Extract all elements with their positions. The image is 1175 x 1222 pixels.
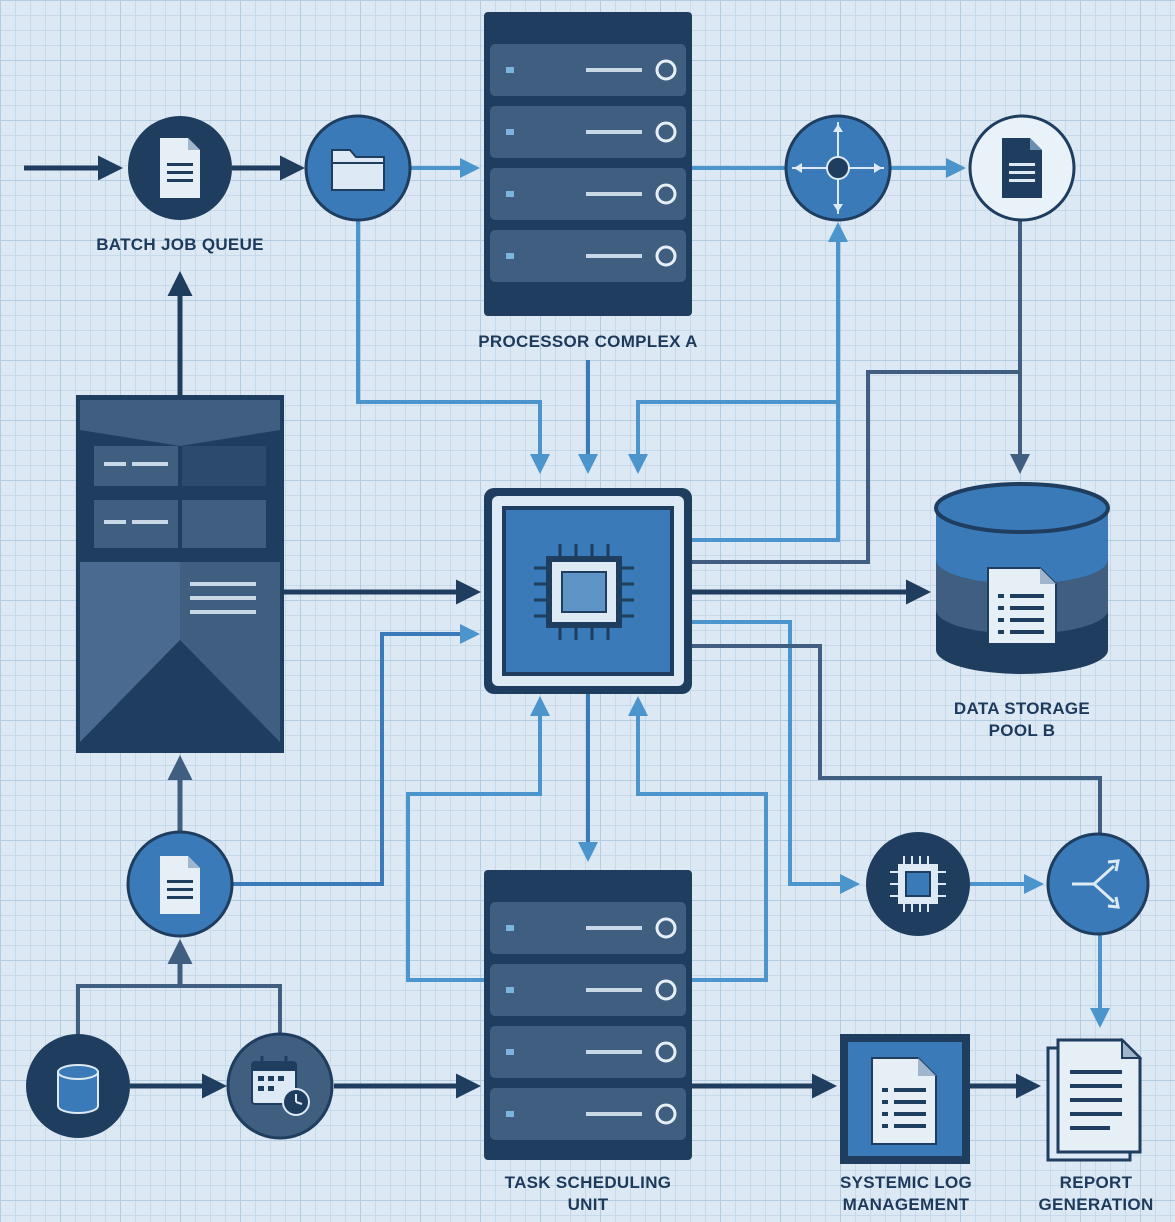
folder-icon (331, 149, 385, 191)
label-report-generation: REPORT GENERATION (1026, 1172, 1166, 1216)
batch-job-queue-node (128, 116, 232, 220)
server-unit-2 (490, 964, 686, 1016)
arrow-cpu-to-hub (692, 222, 848, 542)
split-flow-node (1046, 832, 1150, 936)
hub-icon (792, 122, 884, 214)
cpu-chip-icon (534, 544, 634, 640)
report-generation-node (1046, 1037, 1143, 1162)
document-icon (1002, 138, 1042, 198)
arrow-db-cal-to-doc (76, 984, 282, 1036)
schedule-node (226, 1032, 334, 1140)
output-document-node (968, 114, 1076, 222)
list-document-icon (871, 1057, 937, 1145)
label-report-line1: REPORT (1059, 1173, 1133, 1192)
data-storage-cylinder (934, 482, 1110, 674)
list-document-icon (987, 567, 1057, 645)
label-systemic-log-line2: MANAGEMENT (842, 1195, 970, 1214)
label-batch-job-queue: BATCH JOB QUEUE (96, 235, 264, 254)
tower-server (76, 395, 284, 753)
database-node (26, 1034, 130, 1138)
network-hub-node (784, 114, 892, 222)
label-systemic-log: SYSTEMIC LOG MANAGEMENT (820, 1172, 992, 1216)
processor-complex-server (484, 12, 692, 316)
document-icon (160, 138, 200, 198)
label-systemic-log-line1: SYSTEMIC LOG (839, 1173, 973, 1192)
stacked-documents-icon (1046, 1037, 1143, 1162)
server-unit-2 (490, 106, 686, 158)
arrow-task-to-cpu-left (406, 696, 550, 982)
microchip-node (866, 832, 970, 936)
branch-split-icon (1072, 859, 1120, 909)
server-unit-3 (490, 1026, 686, 1078)
job-document-node (126, 830, 234, 938)
log-management-node (840, 1034, 970, 1164)
microchip-icon (890, 856, 946, 912)
database-icon (57, 1064, 99, 1114)
label-report-line2: GENERATION (1038, 1195, 1154, 1214)
server-unit-1 (490, 902, 686, 954)
label-task-scheduling-line1: TASK SCHEDULING (504, 1173, 672, 1192)
arrow-doc-left-to-cpu (230, 624, 480, 886)
arrow-cpu-to-chip (692, 620, 860, 894)
line-cpu-to-doc-connector (692, 370, 1020, 564)
label-data-storage: DATA STORAGE POOL B (922, 698, 1122, 742)
label-task-scheduling-line2: UNIT (567, 1195, 609, 1214)
label-task-scheduling: TASK SCHEDULING UNIT (478, 1172, 698, 1216)
server-unit-4 (490, 1088, 686, 1140)
connectors (24, 155, 1110, 1099)
document-icon (160, 856, 200, 914)
label-data-storage-line1: DATA STORAGE (953, 699, 1091, 718)
arrow-folder-to-cpu (356, 220, 550, 474)
calendar-clock-icon (251, 1056, 310, 1116)
server-unit-1 (490, 44, 686, 96)
task-scheduling-server (484, 870, 692, 1160)
central-cpu-node (484, 488, 692, 694)
line-cpu-to-split (692, 644, 1102, 836)
arrow-task-to-cpu-right (628, 696, 768, 982)
label-processor-complex: PROCESSOR COMPLEX A (478, 332, 698, 351)
folder-node (304, 114, 412, 222)
server-unit-3 (490, 168, 686, 220)
server-unit-4 (490, 230, 686, 282)
label-data-storage-line2: POOL B (988, 721, 1056, 740)
